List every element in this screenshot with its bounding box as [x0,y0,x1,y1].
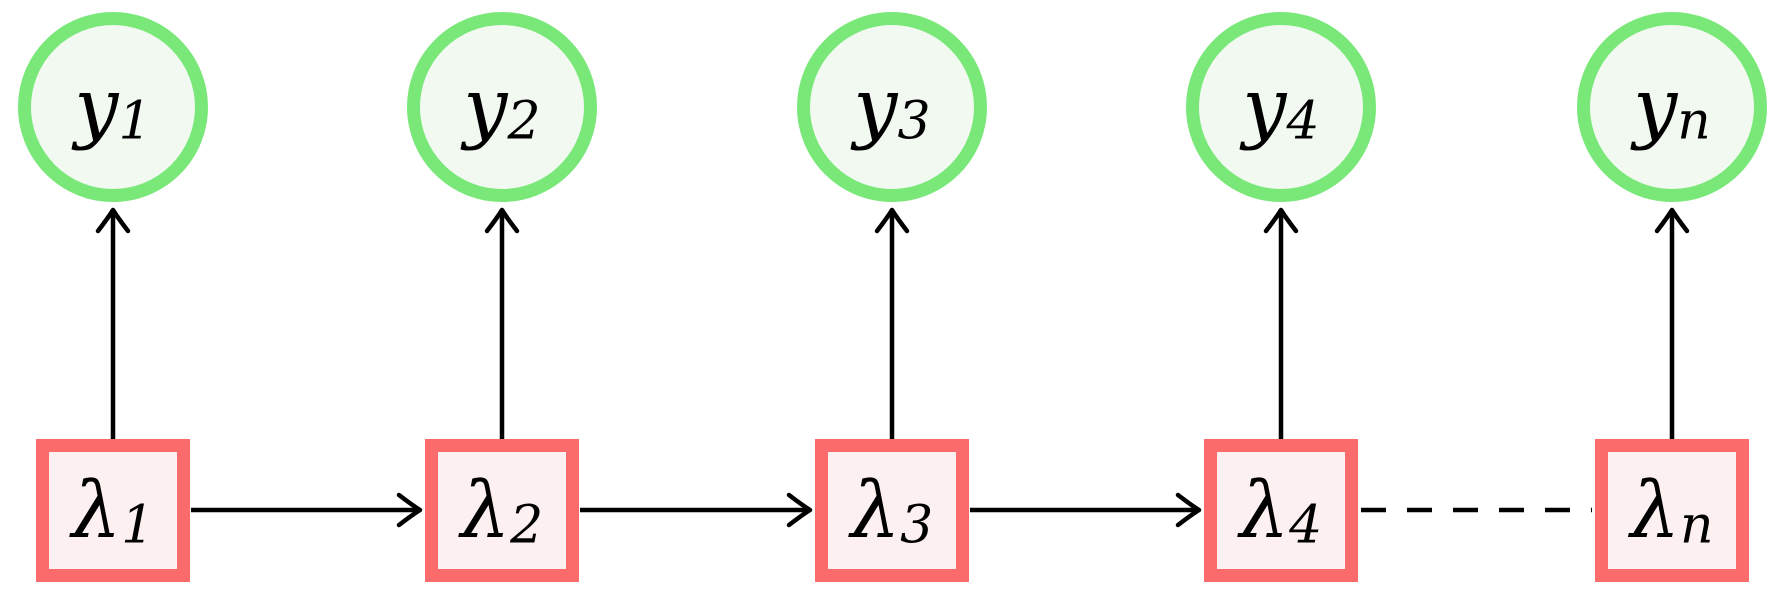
node-label: λ [850,465,901,556]
node-label-subscript: 2 [510,495,544,556]
node-label-subscript: 3 [900,495,934,556]
node-label: λ [1239,465,1290,556]
node-label: y [463,62,508,152]
node-label: y [1633,62,1678,152]
node-label-subscript: 1 [118,91,152,152]
node-label-subscript: n [1679,495,1714,556]
node-label: y [1242,62,1287,152]
node-label: y [74,62,119,152]
node-label-subscript: 4 [1286,91,1320,152]
node-label-subscript: 3 [897,91,931,152]
node-label: λ [1630,465,1680,556]
node-label-subscript: 4 [1289,495,1323,556]
node-label-subscript: 2 [507,91,541,152]
node-label: λ [460,465,511,556]
node-label-subscript: n [1677,91,1711,152]
node-label-subscript: 1 [121,495,155,556]
node-label: y [853,62,898,152]
node-label: λ [71,465,122,556]
